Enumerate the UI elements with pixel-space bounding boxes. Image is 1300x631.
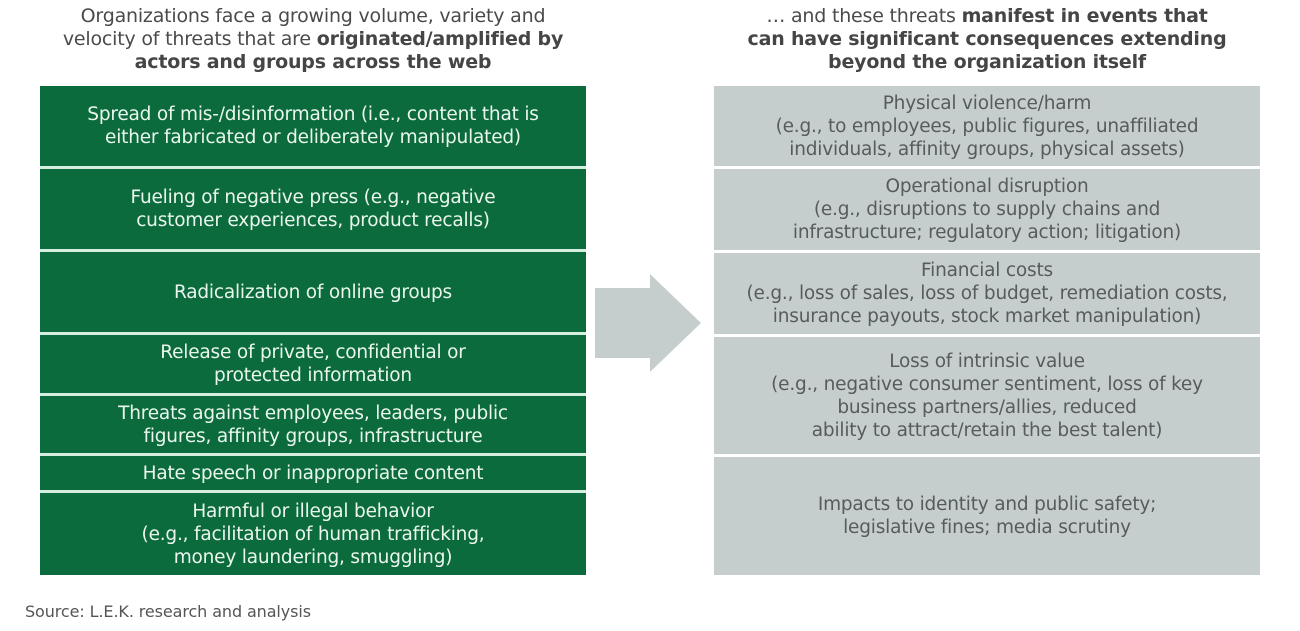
threat-box: Threats against employees, leaders, publ… [40,396,586,456]
consequence-box: Loss of intrinsic value(e.g., negative c… [714,337,1260,457]
threat-text: customer experiences, product recalls) [136,210,490,231]
threats-heading-line-2: velocity of threats that are originated/… [62,28,564,50]
consequence-box: Physical violence/harm(e.g., to employee… [714,86,1260,169]
consequence-text: Impacts to identity and public safety; [817,494,1157,515]
threat-text: figures, affinity groups, infrastructure [143,425,483,447]
threat-text: Harmful or illegal behavior [192,500,434,522]
consequence-text: (e.g., to employees, public figures, una… [775,115,1199,137]
threat-box: Radicalization of online groups [40,252,586,335]
consequence-text: individuals, affinity groups, physical a… [789,138,1185,160]
threat-text: Fueling of negative press (e.g., negativ… [130,187,496,208]
consequence-box: Impacts to identity and public safety;le… [714,457,1260,575]
threat-text: Threats against employees, leaders, publ… [118,402,508,424]
source-note: Source: L.E.K. research and analysis [25,602,311,621]
consequences-heading-line-1: … and these threats manifest in events t… [766,5,1208,27]
threat-text: protected information [214,365,412,386]
consequences-heading: … and these threats manifest in events t… [714,5,1260,74]
consequence-text: insurance payouts, stock market manipula… [772,306,1202,327]
consequence-text: infrastructure; regulatory action; litig… [792,222,1182,243]
consequence-text: Financial costs [921,260,1053,281]
consequence-text: Loss of intrinsic value [889,350,1085,372]
threat-text: (e.g., facilitation of human trafficking… [141,523,485,545]
threat-text: money laundering, smuggling) [173,546,453,568]
threat-text: Release of private, confidential or [160,342,466,363]
consequence-box: Financial costs(e.g., loss of sales, los… [714,253,1260,337]
consequence-text: legislative fines; media scrutiny [843,517,1131,538]
threats-heading: Organizations face a growing volume, var… [40,5,586,74]
threat-text: Spread of mis-/disinformation (i.e., con… [87,104,539,125]
consequence-box: Operational disruption(e.g., disruptions… [714,169,1260,253]
threat-box: Hate speech or inappropriate content [40,456,586,493]
consequence-text: business partners/allies, reduced [837,396,1137,418]
consequence-text: Operational disruption [885,176,1089,197]
threat-text: either fabricated or deliberately manipu… [105,127,521,148]
consequences-list: Physical violence/harm(e.g., to employee… [714,86,1260,575]
threats-heading-line-1: Organizations face a growing volume, var… [80,5,546,27]
consequences-heading-line-2: can have significant consequences extend… [747,28,1227,50]
threats-list: Spread of mis-/disinformation (i.e., con… [40,86,586,575]
threats-heading-line-3: actors and groups across the web [134,51,492,73]
consequence-text: ability to attract/retain the best talen… [811,419,1163,441]
right-arrow-icon [595,274,701,372]
threat-text: Radicalization of online groups [173,281,452,303]
threat-box: Spread of mis-/disinformation (i.e., con… [40,86,586,169]
threat-box: Harmful or illegal behavior(e.g., facili… [40,493,586,575]
consequences-heading-line-3: beyond the organization itself [828,51,1146,73]
consequence-text: (e.g., loss of sales, loss of budget, re… [746,283,1228,304]
consequence-text: (e.g., negative consumer sentiment, loss… [771,373,1203,395]
threat-box: Fueling of negative press (e.g., negativ… [40,169,586,252]
consequence-text: Physical violence/harm [882,92,1092,114]
consequence-text: (e.g., disruptions to supply chains and [813,199,1161,220]
threat-text: Hate speech or inappropriate content [142,462,484,484]
